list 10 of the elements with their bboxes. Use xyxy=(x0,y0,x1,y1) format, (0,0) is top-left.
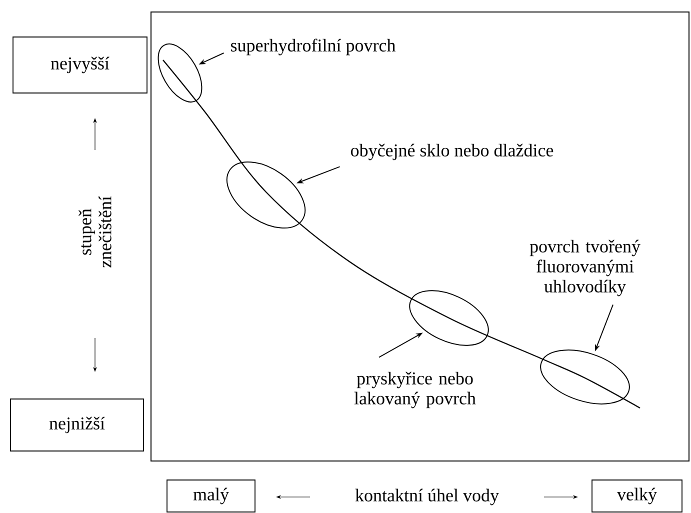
axis-title: kontaktní úhel vody xyxy=(355,488,499,506)
callout-text: obyčejné sklo nebo dlaždice xyxy=(350,144,554,160)
level-box: nejvyšší xyxy=(12,36,148,94)
level-box: nejnižší xyxy=(10,398,144,452)
axis-title: stupeň znečištění xyxy=(78,196,112,268)
level-box: velký xyxy=(592,480,682,512)
callout-text: superhydrofilní povrch xyxy=(231,38,396,56)
callout-text: povrch tvořený fluorovanými uhlovodíky xyxy=(530,240,640,296)
level-box: malý xyxy=(166,480,256,512)
callout-text: pryskyřice nebo lakovaný povrch xyxy=(354,372,476,408)
